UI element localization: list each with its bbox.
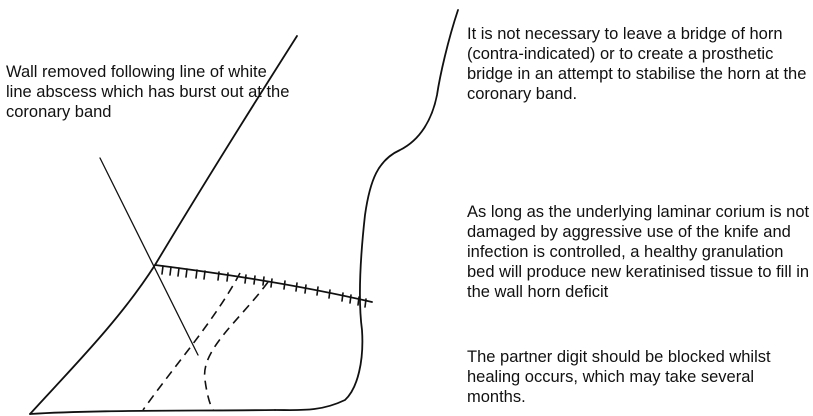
removed-wall-outline-right [205,282,268,410]
pastern-outline [275,10,458,410]
callout-label: Wall removed following line of white lin… [6,62,296,122]
callout-leader-line [100,158,198,355]
note-1: It is not necessary to leave a bridge of… [467,24,812,104]
note-3: The partner digit should be blocked whil… [467,347,812,407]
note-2: As long as the underlying laminar corium… [467,202,812,302]
ground-line [30,410,275,414]
